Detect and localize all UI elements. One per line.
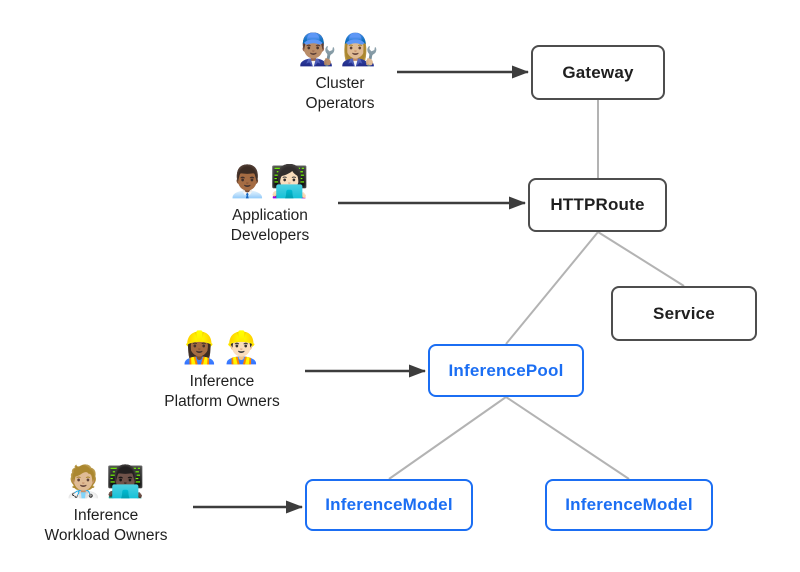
- persona-cluster-operators: 👨🏽‍🔧👩🏼‍🔧 Cluster Operators: [245, 30, 435, 114]
- inferencemodel-node-right: InferenceModel: [545, 479, 713, 531]
- inferencemodel-node-right-label: InferenceModel: [565, 495, 693, 514]
- gateway-node-label: Gateway: [562, 62, 634, 82]
- persona-inference-workload-owners: 🧑🏼‍⚕️👨🏿‍💻 Inference Workload Owners: [11, 462, 201, 546]
- service-node-label: Service: [653, 303, 715, 323]
- inferencepool-node: InferencePool: [428, 344, 584, 397]
- office-worker-and-technologist-emoji-pair-icon: 👨🏾‍💼👩🏻‍💻: [228, 164, 312, 199]
- edge-httproute-inferencepool: [505, 231, 599, 345]
- persona-cluster-operators-label: Cluster Operators: [305, 75, 375, 112]
- edge-inferencepool-inferencemodel-2: [505, 396, 630, 480]
- persona-inference-platform-owners-label: Inference Platform Owners: [164, 373, 280, 410]
- inferencemodel-node-left: InferenceModel: [305, 479, 473, 531]
- persona-application-developers-label: Application Developers: [230, 207, 310, 244]
- persona-application-developers: 👨🏾‍💼👩🏻‍💻 Application Developers: [175, 162, 365, 246]
- construction-workers-emoji-pair-icon: 👷🏾‍♀️👷🏻‍♂️: [180, 330, 264, 365]
- httproute-node-label: HTTPRoute: [550, 195, 645, 214]
- inferencepool-node-label: InferencePool: [448, 360, 564, 380]
- health-worker-and-technologist-emoji-pair-icon: 🧑🏼‍⚕️👨🏿‍💻: [64, 464, 148, 499]
- edge-httproute-service: [597, 231, 685, 287]
- gateway-node: Gateway: [531, 45, 665, 100]
- mechanics-emoji-pair-icon: 👨🏽‍🔧👩🏼‍🔧: [298, 32, 382, 67]
- inferencemodel-node-left-label: InferenceModel: [325, 495, 453, 514]
- persona-inference-workload-owners-label: Inference Workload Owners: [44, 507, 168, 544]
- service-node: Service: [611, 286, 757, 341]
- edge-inferencepool-inferencemodel-1: [388, 396, 507, 480]
- persona-inference-platform-owners: 👷🏾‍♀️👷🏻‍♂️ Inference Platform Owners: [127, 328, 317, 412]
- httproute-node: HTTPRoute: [528, 178, 667, 232]
